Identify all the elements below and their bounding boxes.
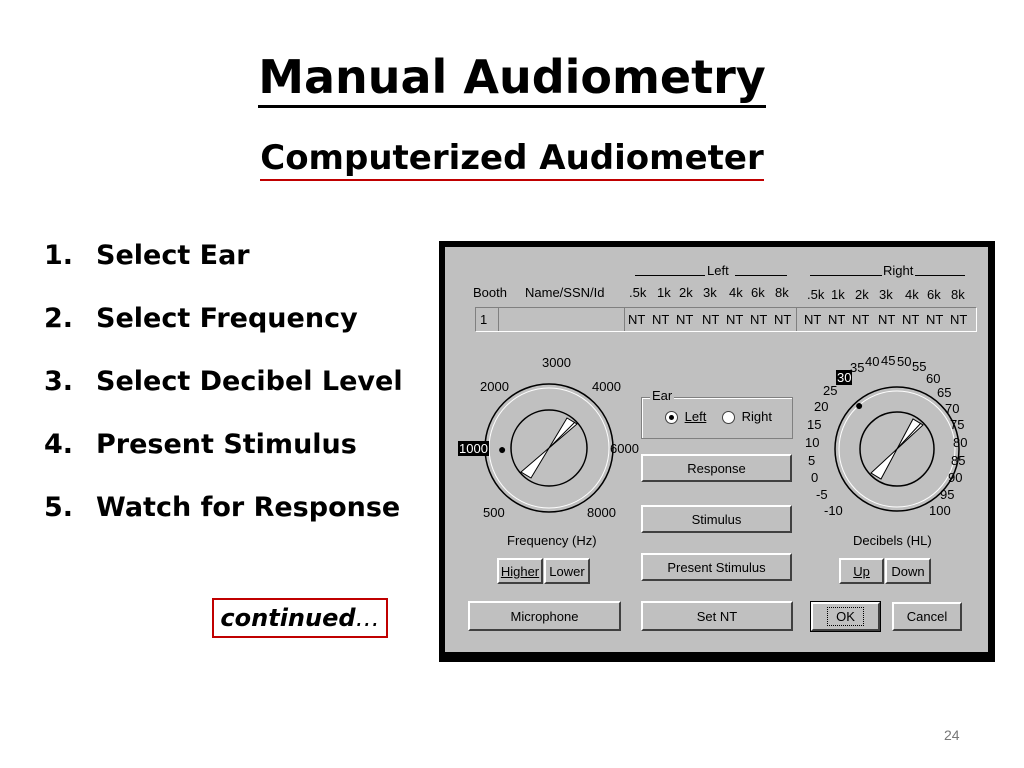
set-nt-button[interactable]: Set NT	[641, 601, 793, 631]
continued-box: continued…	[212, 598, 388, 638]
db-label-75: 75	[950, 417, 965, 432]
name-header: Name/SSN/Id	[525, 285, 605, 300]
page-number: 24	[944, 727, 960, 743]
present-stimulus-button[interactable]: Present Stimulus	[641, 553, 792, 581]
step-item: 4.Present Stimulus	[44, 429, 357, 460]
ok-button[interactable]: OK	[810, 601, 881, 632]
freq-label-8000: 8000	[587, 505, 616, 520]
left-header: Left	[707, 263, 729, 278]
db-label-55: 55	[912, 359, 927, 374]
db-label-15: 15	[807, 417, 822, 432]
db-label-5: 5	[808, 453, 816, 468]
db-label-35: 35	[850, 360, 865, 375]
step-item: 5.Watch for Response	[44, 492, 401, 523]
left-header-line	[735, 275, 787, 276]
booth-header: Booth	[473, 285, 507, 300]
right-header: Right	[883, 263, 914, 278]
db-label-20: 20	[814, 399, 829, 414]
freq-label-500: 500	[483, 505, 505, 520]
radio-selected-icon	[665, 411, 678, 425]
db-label-30[interactable]: 30	[836, 370, 853, 385]
step-item: 3.Select Decibel Level	[44, 366, 403, 397]
freq-label-3000: 3000	[542, 355, 571, 370]
decibel-caption: Decibels (HL)	[853, 533, 932, 548]
db-label-70: 70	[945, 401, 960, 416]
patient-row[interactable]: 1 NT NT NT NT NT NT NT NT NT NT NT NT	[475, 307, 977, 332]
db-label-25: 25	[823, 383, 838, 398]
db-label-45: 45	[881, 353, 896, 368]
higher-button[interactable]: Higher	[497, 558, 543, 584]
db-label-100: 100	[929, 503, 951, 518]
frequency-caption: Frequency (Hz)	[507, 533, 597, 548]
freq-label-6000: 6000	[610, 441, 639, 456]
db-label-minus5: -5	[816, 487, 828, 502]
left-header-line	[635, 275, 705, 276]
slide-title: Manual Audiometry	[0, 50, 1024, 108]
freq-label-2000: 2000	[480, 379, 509, 394]
ear-left-radio[interactable]: Left	[665, 409, 706, 425]
db-label-50: 50	[897, 354, 912, 369]
ear-group-title: Ear	[650, 388, 675, 403]
radio-unselected-icon	[722, 411, 735, 425]
db-label-10: 10	[805, 435, 820, 450]
dialog-body: Left Right Booth Name/SSN/Id .5k 1k 2k 3…	[445, 247, 988, 652]
ear-group	[641, 397, 793, 439]
name-cell	[500, 308, 625, 331]
db-label-40: 40	[865, 354, 880, 369]
row-divider	[796, 308, 797, 331]
booth-cell: 1	[476, 308, 499, 331]
steps-list: 1.Select Ear 2.Select Frequency 3.Select…	[44, 240, 403, 555]
db-label-minus10: -10	[824, 503, 843, 518]
cancel-button[interactable]: Cancel	[892, 602, 962, 631]
freq-label-1000[interactable]: 1000	[458, 441, 489, 456]
audiometer-dialog: Left Right Booth Name/SSN/Id .5k 1k 2k 3…	[439, 241, 995, 662]
db-label-85: 85	[951, 453, 966, 468]
db-indicator-dot: ●	[855, 397, 864, 413]
right-header-line	[810, 275, 882, 276]
right-header-line	[915, 275, 965, 276]
up-button[interactable]: Up	[839, 558, 884, 584]
down-button[interactable]: Down	[885, 558, 931, 584]
freq-indicator-dot: ●	[498, 441, 507, 457]
db-label-0: 0	[811, 470, 819, 485]
step-item: 2.Select Frequency	[44, 303, 358, 334]
lower-button[interactable]: Lower	[544, 558, 590, 584]
frequency-knob[interactable]	[483, 382, 615, 514]
freq-label-4000: 4000	[592, 379, 621, 394]
stimulus-indicator[interactable]: Stimulus	[641, 505, 792, 533]
response-indicator[interactable]: Response	[641, 454, 792, 482]
db-label-90: 90	[948, 470, 963, 485]
decibel-knob[interactable]	[833, 385, 961, 513]
db-label-80: 80	[953, 435, 968, 450]
microphone-button[interactable]: Microphone	[468, 601, 621, 631]
ear-right-radio[interactable]: Right	[722, 409, 772, 425]
db-label-60: 60	[926, 371, 941, 386]
db-label-65: 65	[937, 385, 952, 400]
step-item: 1.Select Ear	[44, 240, 250, 271]
db-label-95: 95	[940, 487, 955, 502]
slide-subtitle: Computerized Audiometer	[0, 138, 1024, 181]
